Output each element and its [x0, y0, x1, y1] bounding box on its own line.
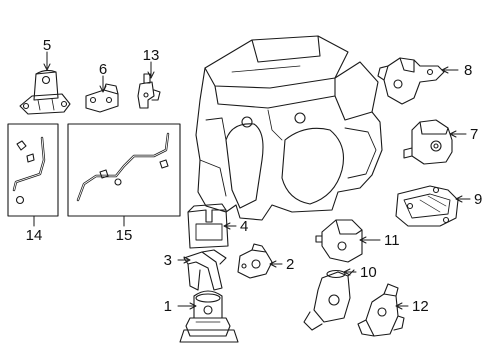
part-14-hose-box — [7, 123, 59, 217]
callout-9: 9 — [474, 191, 482, 208]
leader-lines — [33, 51, 471, 310]
part-13-bracket — [137, 73, 161, 109]
part-1-lower-mount — [179, 290, 239, 343]
part-8-mount-bracket — [377, 57, 445, 105]
part-4-bracket — [187, 203, 229, 249]
part-5-engine-mount — [19, 69, 71, 115]
callout-14: 14 — [26, 227, 43, 244]
callout-labels: 5 6 13 8 7 9 4 3 2 1 11 10 12 14 15 — [26, 37, 483, 315]
part-3-stay — [183, 249, 227, 291]
callout-7: 7 — [470, 126, 478, 143]
part-12-mount-bracket — [357, 283, 405, 337]
callout-2: 2 — [286, 256, 294, 273]
callout-3: 3 — [164, 252, 172, 269]
part-11-mount — [315, 219, 363, 263]
part-7-mount — [403, 119, 453, 165]
callout-13: 13 — [143, 47, 160, 64]
callout-1: 1 — [164, 298, 172, 315]
part-15-hose-box — [67, 123, 181, 217]
callout-5: 5 — [43, 37, 51, 54]
part-10-lower-mount — [303, 269, 355, 331]
callout-15: 15 — [116, 227, 133, 244]
part-6-bracket — [85, 83, 119, 113]
engine-illustration — [195, 35, 383, 221]
part-2-mount — [237, 243, 273, 279]
callout-10: 10 — [360, 264, 377, 281]
callout-6: 6 — [99, 61, 107, 78]
callout-12: 12 — [412, 298, 429, 315]
part-9-plate-bracket — [395, 185, 459, 227]
callout-8: 8 — [464, 62, 472, 79]
callout-4: 4 — [240, 218, 248, 235]
callout-11: 11 — [384, 232, 400, 249]
